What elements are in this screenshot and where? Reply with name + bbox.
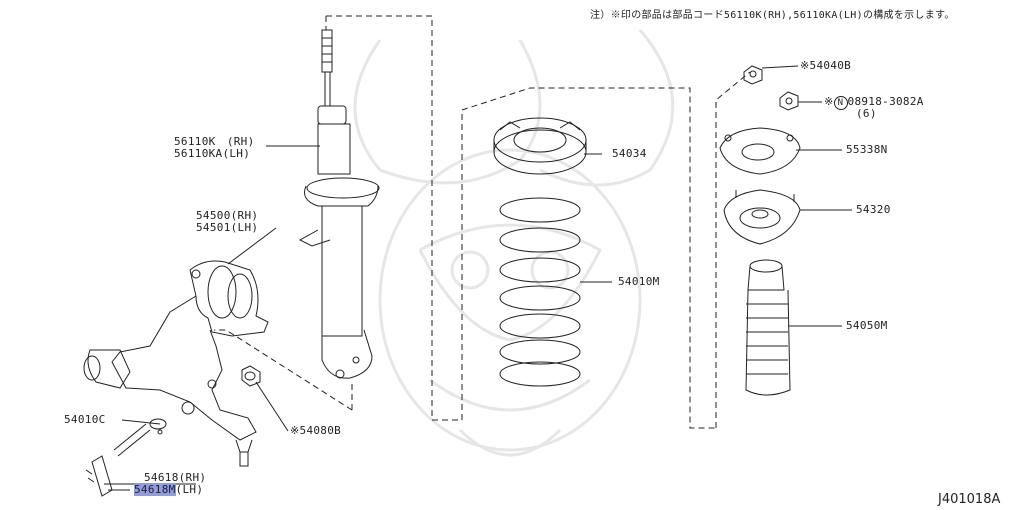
nut-08918	[779, 91, 799, 111]
mount-insulator	[723, 189, 801, 245]
label-link-rh[interactable]: 54618(RH)	[144, 471, 207, 484]
leader-lines	[104, 65, 852, 485]
stabilizer-link	[85, 455, 130, 497]
label-stud-nut-qty: (6)	[856, 107, 877, 120]
label-strut-lh[interactable]: 56110KA(LH)	[174, 147, 251, 160]
label-knuckle-lh[interactable]: 54501(LH)	[196, 221, 259, 234]
figure-id: J401018A	[938, 492, 1001, 507]
label-strut-rh[interactable]: 56110K (RH)	[174, 135, 255, 148]
header-note: 注）※印の部品は部品コード56110K(RH),56110KA(LH)の構成を示…	[590, 10, 955, 21]
label-coil-spring[interactable]: 54010M	[618, 275, 660, 288]
stud-nut-code: 08918-3082A	[847, 95, 924, 108]
new-part-n-icon: N	[833, 96, 848, 110]
watermark-emblem	[353, 29, 675, 457]
knuckle-assembly	[83, 260, 269, 467]
label-bolt[interactable]: ※54080B	[290, 424, 342, 437]
bolt-54080b	[241, 365, 261, 387]
highlighted-part-code[interactable]: 54618M	[134, 483, 176, 496]
nut-54040b	[743, 65, 763, 85]
asterisk-mark: ※	[824, 95, 834, 108]
bolt-54010c	[113, 418, 167, 457]
label-spring-seat[interactable]: 54034	[612, 147, 647, 160]
label-mount-plate[interactable]: 55338N	[846, 143, 888, 156]
strut-assembly	[298, 29, 380, 379]
label-mount-nut[interactable]: ※54040B	[800, 59, 852, 72]
spring-seat	[493, 117, 587, 175]
label-mount-insulator[interactable]: 54320	[856, 203, 891, 216]
label-knuckle-rh[interactable]: 54500(RH)	[196, 209, 259, 222]
mount-plate	[719, 127, 801, 175]
label-bushing[interactable]: 54010C	[64, 413, 106, 426]
label-link-lh[interactable]: 54618M(LH)	[134, 483, 204, 496]
label-bound-bumper[interactable]: 54050M	[846, 319, 888, 332]
bound-bumper	[745, 259, 791, 396]
label-link-lh-side: (LH)	[175, 483, 204, 496]
assembly-dashed-lines	[214, 15, 751, 429]
coil-spring	[499, 197, 581, 387]
